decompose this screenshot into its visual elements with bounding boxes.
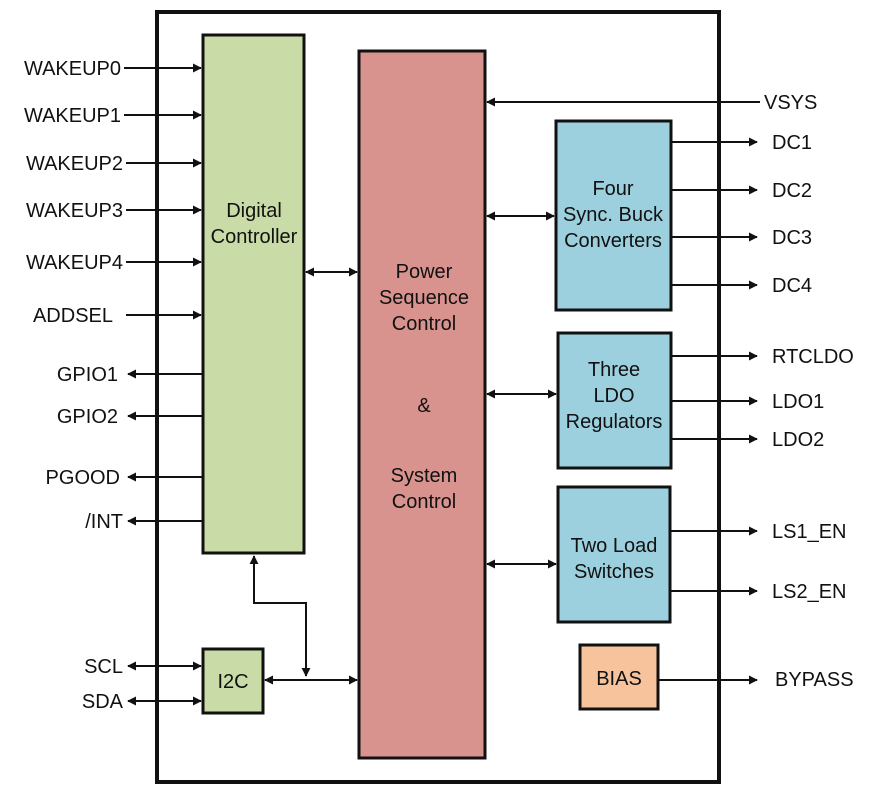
load-switches-block: Two Load Switches	[556, 485, 672, 624]
buck-label-3: Converters	[564, 230, 662, 252]
ldo-label-2: LDO	[593, 385, 634, 407]
chip-outline	[155, 10, 721, 784]
load-switches-label-1: Two Load	[571, 535, 658, 557]
digital-controller-label-1: Digital	[226, 200, 282, 222]
i2c-block: I2C	[201, 647, 265, 715]
buck-label-2: Sync. Buck	[563, 204, 664, 226]
pin-ldo1-label: LDO1	[772, 391, 824, 413]
pin-wakeup1-label: WAKEUP1	[24, 105, 121, 127]
power-sequence-label-1: Power	[396, 261, 453, 283]
pin-ls1-en-label: LS1_EN	[772, 521, 847, 543]
pin-ldo2-label: LDO2	[772, 429, 824, 451]
i2c-label: I2C	[217, 671, 248, 693]
pin-gpio1-label: GPIO1	[57, 364, 118, 386]
pin-wakeup0-label: WAKEUP0	[24, 58, 121, 80]
pin-pgood-label: PGOOD	[46, 467, 120, 489]
pin-int-label: /INT	[85, 511, 123, 533]
i2c-box	[201, 647, 265, 715]
power-sequence-label-3: Control	[392, 313, 456, 335]
pin-bypass-label: BYPASS	[775, 669, 854, 691]
digital-controller-block: Digital Controller	[201, 33, 306, 555]
ldo-label-1: Three	[588, 359, 640, 381]
buck-converters-block: Four Sync. Buck Converters	[554, 119, 673, 312]
pin-dc2-label: DC2	[772, 180, 812, 202]
ldo-label-3: Regulators	[566, 411, 663, 433]
pin-sda-label: SDA	[82, 691, 124, 713]
bias-label: BIAS	[596, 668, 642, 690]
pin-vsys-label: VSYS	[764, 92, 817, 114]
pin-scl-label: SCL	[84, 656, 123, 678]
pin-ls2-en-label: LS2_EN	[772, 581, 847, 603]
power-sequence-label-6: Control	[392, 491, 456, 513]
pin-dc1-label: DC1	[772, 132, 812, 154]
bias-box	[578, 643, 660, 711]
pin-gpio2-label: GPIO2	[57, 406, 118, 428]
power-sequence-label-4: &	[417, 395, 431, 417]
pin-wakeup3-label: WAKEUP3	[26, 200, 123, 222]
pin-addsel-label: ADDSEL	[33, 305, 113, 327]
load-switches-box	[556, 485, 672, 624]
pin-wakeup4-label: WAKEUP4	[26, 252, 123, 274]
power-sequence-label-2: Sequence	[379, 287, 469, 309]
load-switches-label-2: Switches	[574, 561, 654, 583]
digital-controller-label-2: Controller	[211, 226, 298, 248]
power-sequence-label-5: System	[391, 465, 458, 487]
buck-converters-box	[554, 119, 673, 312]
digital-controller-box	[201, 33, 306, 555]
ldo-regulators-block: Three LDO Regulators	[556, 331, 673, 470]
power-sequence-block: Power Sequence Control & System Control	[357, 49, 487, 760]
buck-label-1: Four	[592, 178, 633, 200]
power-sequence-box	[357, 49, 487, 760]
bias-block: BIAS	[578, 643, 660, 711]
pin-dc4-label: DC4	[772, 275, 812, 297]
pin-rtcldo-label: RTCLDO	[772, 346, 854, 368]
pin-wakeup2-label: WAKEUP2	[26, 153, 123, 175]
pin-dc3-label: DC3	[772, 227, 812, 249]
